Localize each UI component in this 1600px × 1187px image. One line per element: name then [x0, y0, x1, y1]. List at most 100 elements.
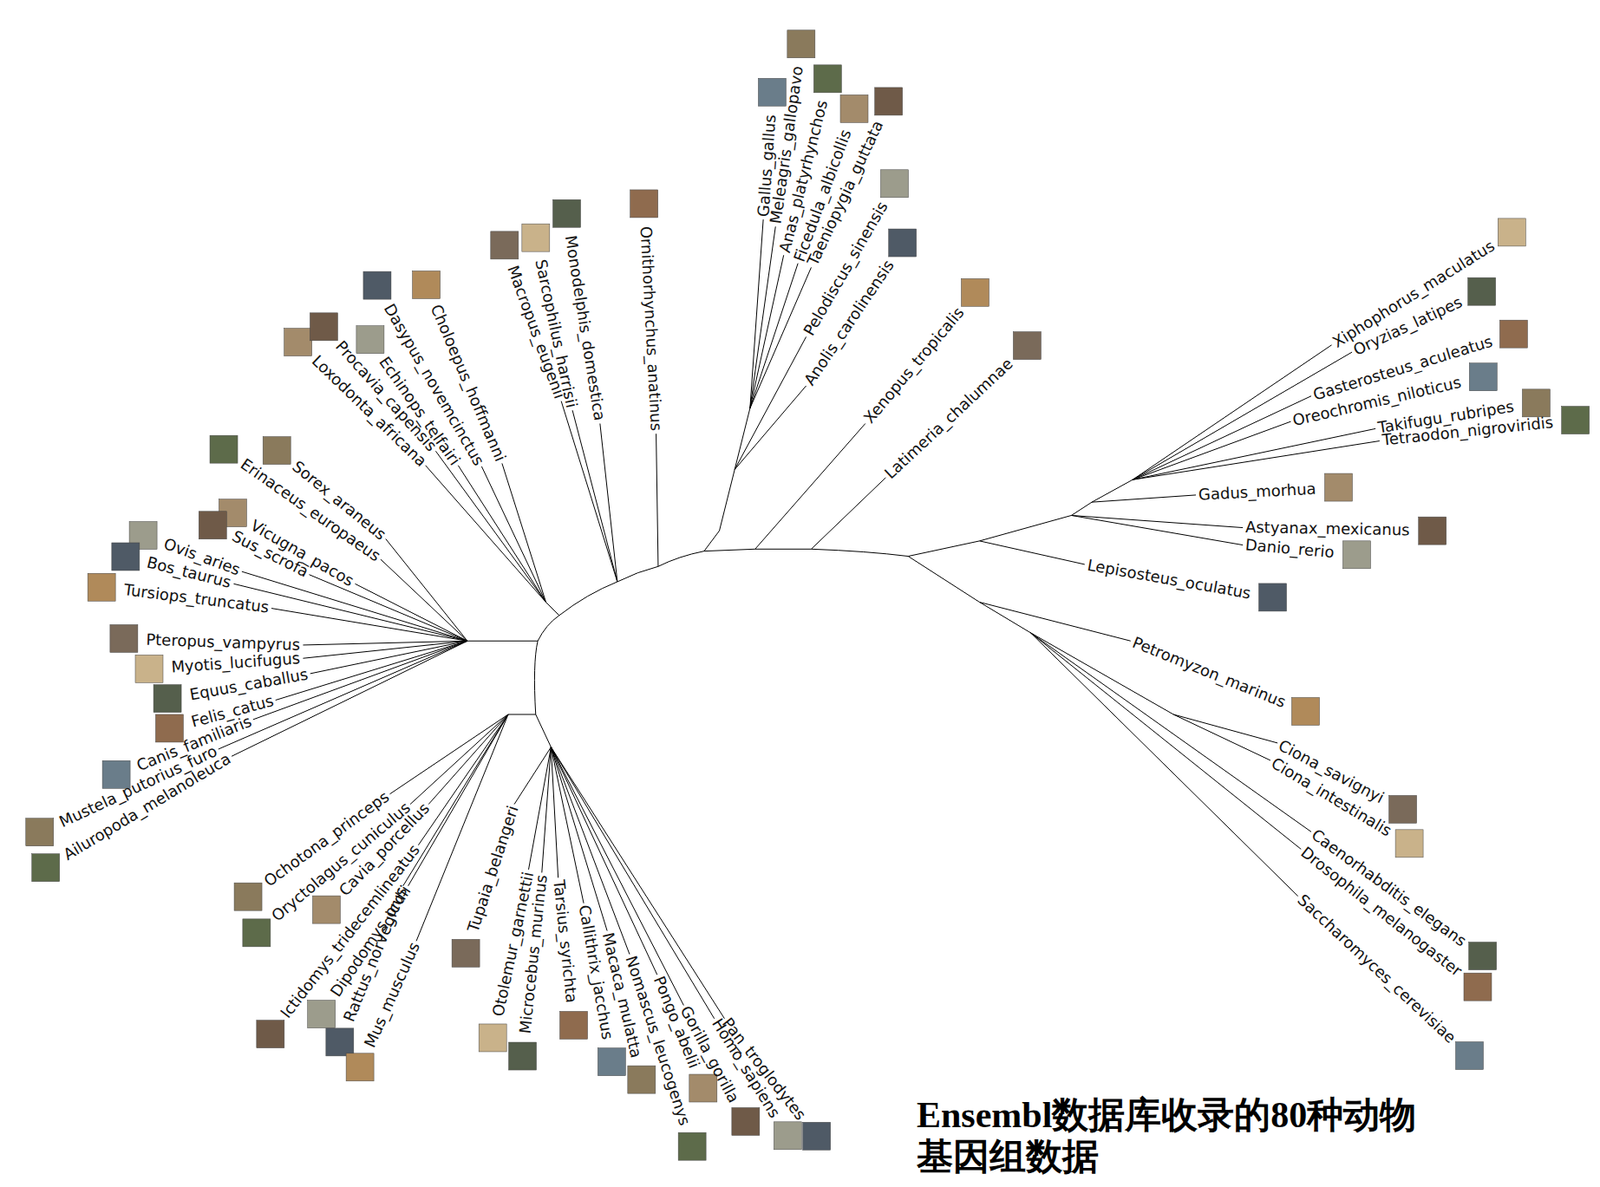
leaf-branch	[979, 541, 1085, 565]
leaf-branch	[271, 608, 468, 642]
species-photo	[242, 919, 271, 947]
species-photo	[960, 278, 989, 307]
leaf-branch	[656, 433, 659, 567]
species-photo	[1342, 541, 1371, 569]
leaf-branch	[528, 747, 552, 870]
tree-branch	[467, 640, 538, 642]
tree-branch	[907, 541, 980, 557]
species-photo	[309, 313, 338, 341]
species-photo	[135, 654, 164, 683]
leaf-branch	[233, 583, 467, 641]
species-photo	[553, 199, 582, 228]
leaf-branch	[435, 450, 546, 602]
tree-branch	[979, 515, 1072, 541]
leaf-branch	[416, 714, 509, 941]
species-photo	[678, 1132, 706, 1161]
leaf-branch	[734, 336, 806, 470]
leaf-branch	[1071, 515, 1243, 545]
species-photo	[1468, 277, 1496, 306]
species-label: Astyanax_mexicanus	[1245, 518, 1411, 539]
species-photo	[560, 1011, 588, 1039]
species-photo	[630, 189, 659, 218]
species-photo	[32, 854, 60, 882]
leaf-branch	[502, 463, 547, 602]
species-photo	[1561, 406, 1590, 435]
species-photo	[363, 271, 392, 300]
leaf-branch	[481, 466, 546, 603]
species-photo	[110, 624, 138, 653]
species-photo	[209, 435, 238, 464]
leaf-branch	[1132, 428, 1376, 480]
tree-branch	[979, 602, 1032, 634]
species-photo	[284, 328, 313, 357]
tree-branch	[719, 469, 736, 531]
species-photo	[356, 326, 385, 354]
species-photo	[1395, 829, 1424, 858]
species-photo	[888, 228, 917, 257]
species-photo	[522, 223, 550, 252]
species-photo	[153, 685, 182, 713]
leaf-branch	[750, 254, 784, 409]
species-photo	[875, 87, 903, 116]
species-photo	[597, 1048, 626, 1077]
leaf-branch	[1132, 421, 1291, 480]
leaf-branch	[750, 226, 776, 409]
species-photo	[1463, 973, 1492, 1001]
species-photo	[803, 1122, 831, 1150]
species-photo	[26, 818, 54, 847]
tree-branch	[535, 714, 552, 748]
species-photo	[1389, 795, 1418, 823]
leaf-branch	[310, 640, 468, 674]
leaf-branch	[410, 714, 509, 805]
species-photo	[1324, 473, 1352, 502]
leaf-branch	[542, 747, 552, 874]
title: Ensembl数据库收录的80种动物基因组数据	[916, 1094, 1437, 1179]
species-photo	[326, 1028, 354, 1057]
tree-branch	[1071, 502, 1092, 516]
leaf-branch	[810, 477, 886, 549]
leaf-branch	[1030, 633, 1298, 897]
species-photo	[256, 1020, 285, 1049]
leaf-branch	[734, 385, 806, 471]
species-photo	[478, 1024, 507, 1052]
leaf-branch	[1030, 633, 1312, 833]
leaf-branch	[457, 465, 546, 603]
species-photo	[757, 78, 786, 106]
leaf-branch	[241, 571, 468, 641]
leaf-branch	[979, 602, 1131, 642]
leaf-branch	[385, 539, 468, 642]
leaf-branch	[1071, 515, 1243, 528]
species-label: Gadus_morhua	[1198, 479, 1318, 503]
species-photo	[307, 1000, 336, 1029]
species-photo	[1259, 583, 1287, 612]
leaf-branch	[302, 640, 467, 646]
tree-branch	[704, 530, 720, 552]
species-label: Tarsius_syrichta	[549, 879, 581, 1005]
species-photo	[346, 1053, 374, 1082]
tree-branch	[1091, 479, 1133, 503]
species-photo	[87, 573, 116, 601]
leaf-branch	[750, 267, 812, 408]
species-label: Petromyzon_marinus	[1129, 633, 1288, 712]
species-photo	[1418, 516, 1447, 545]
species-label: Xiphophorus_maculatus	[1329, 236, 1498, 351]
species-label: Pteropus_vampyrus	[146, 630, 301, 654]
species-photo	[234, 882, 262, 911]
species-photo	[1455, 1042, 1483, 1071]
species-photo	[1469, 363, 1497, 392]
species-photo	[412, 270, 441, 299]
species-photo	[813, 65, 842, 93]
species-photo	[155, 714, 183, 743]
species-photo	[1497, 218, 1526, 247]
species-photo	[451, 939, 480, 967]
tree-backbone	[534, 548, 908, 715]
species-photo	[509, 1042, 537, 1071]
tree-branch	[508, 713, 536, 715]
leaf-branch	[389, 714, 508, 795]
species-label: Lepisosteus_oculatus	[1085, 555, 1253, 602]
species-photo	[1012, 332, 1041, 360]
leaf-branch	[354, 583, 467, 641]
species-photo	[262, 437, 291, 465]
species-photo	[773, 1122, 802, 1150]
leaf-branch	[428, 714, 509, 805]
